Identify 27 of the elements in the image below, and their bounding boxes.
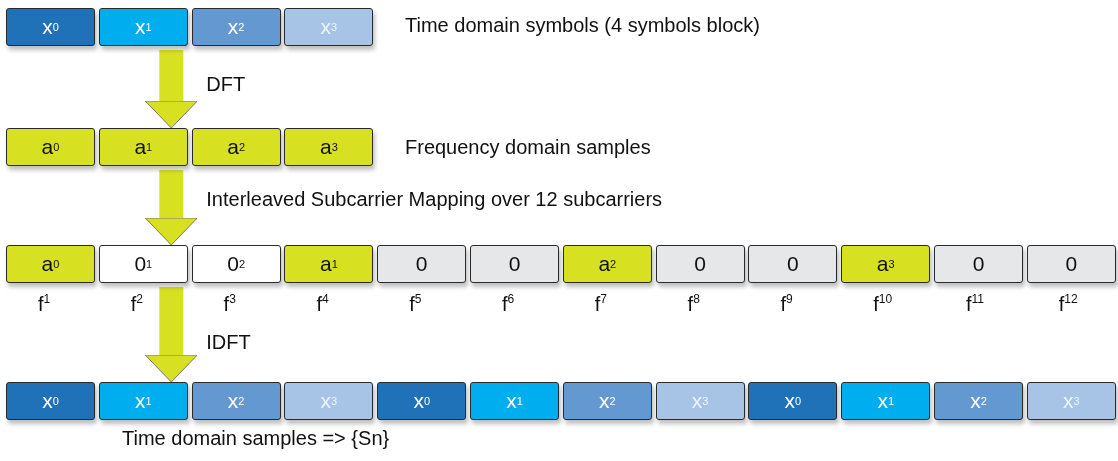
frequency-index: f$^{7}$ — [594, 292, 608, 316]
frequency-index: f$^{10}$ — [873, 292, 893, 316]
frequency-index: f$^{11}$ — [966, 292, 985, 316]
frequency-index: f$^{6}$ — [502, 292, 515, 316]
zero-block: 0 — [1026, 245, 1116, 283]
frequency-index: f$^{9}$ — [780, 292, 793, 316]
frequency-index: f$^{3}$ — [223, 292, 236, 316]
zero-block: 0 — [748, 245, 838, 283]
frequency-index: f$^{12}$ — [1058, 292, 1078, 316]
row-caption: Frequency domain samples — [405, 136, 651, 159]
block-arrow — [144, 170, 198, 246]
frequency-index: f$^{5}$ — [409, 292, 422, 316]
zero-block: 0 — [934, 245, 1023, 283]
frequency-index: f$^{4}$ — [316, 292, 329, 316]
edge-label: IDFT — [206, 330, 251, 354]
block-arrow — [144, 50, 198, 129]
edge-label: Interleaved Subcarrier Mapping over 12 subcarriers — [206, 187, 663, 211]
frequency-index: f$^{8}$ — [687, 292, 700, 316]
zero-block: 0 — [655, 245, 745, 283]
zero-block: 0 — [377, 245, 467, 283]
row-caption: Time domain symbols (4 symbols block) — [405, 14, 760, 37]
row-caption: Time domain samples => {Sn} — [122, 427, 390, 450]
zero-block: 0 — [470, 245, 559, 283]
edge-label: DFT — [206, 73, 246, 96]
frequency-index: f$^{2}$ — [130, 292, 144, 316]
block-arrow — [144, 287, 198, 383]
frequency-index: f$^{1}$ — [38, 292, 51, 316]
